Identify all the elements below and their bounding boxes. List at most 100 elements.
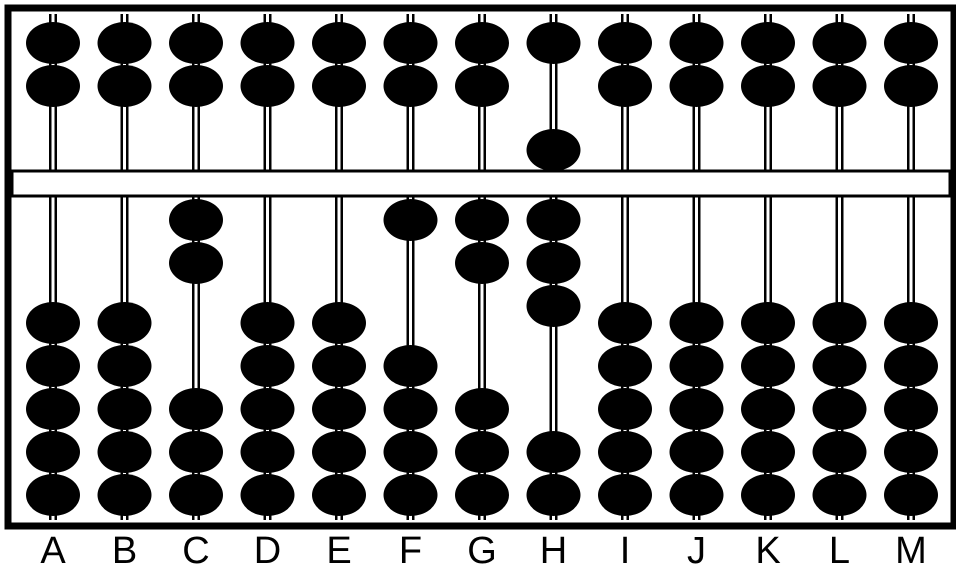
lower-bead[interactable] xyxy=(741,388,795,430)
column-label-k: K xyxy=(738,530,798,572)
lower-bead[interactable] xyxy=(527,199,581,241)
lower-bead[interactable] xyxy=(527,285,581,327)
lower-bead[interactable] xyxy=(598,345,652,387)
lower-bead[interactable] xyxy=(312,302,366,344)
lower-bead[interactable] xyxy=(527,242,581,284)
lower-bead[interactable] xyxy=(670,302,724,344)
lower-bead[interactable] xyxy=(884,302,938,344)
upper-bead[interactable] xyxy=(741,65,795,107)
upper-bead[interactable] xyxy=(98,65,152,107)
lower-bead[interactable] xyxy=(312,431,366,473)
lower-bead[interactable] xyxy=(26,431,80,473)
lower-bead[interactable] xyxy=(741,345,795,387)
column-label-a: A xyxy=(23,530,83,572)
lower-bead[interactable] xyxy=(98,302,152,344)
lower-bead[interactable] xyxy=(884,431,938,473)
lower-bead[interactable] xyxy=(169,199,223,241)
upper-bead[interactable] xyxy=(384,22,438,64)
lower-bead[interactable] xyxy=(384,388,438,430)
lower-bead[interactable] xyxy=(241,474,295,516)
lower-bead[interactable] xyxy=(670,474,724,516)
lower-bead[interactable] xyxy=(455,431,509,473)
lower-bead[interactable] xyxy=(312,474,366,516)
lower-bead[interactable] xyxy=(384,474,438,516)
column-label-g: G xyxy=(452,530,512,572)
upper-bead[interactable] xyxy=(813,22,867,64)
lower-bead[interactable] xyxy=(455,242,509,284)
lower-bead[interactable] xyxy=(384,345,438,387)
upper-bead[interactable] xyxy=(455,22,509,64)
lower-bead[interactable] xyxy=(169,474,223,516)
lower-bead[interactable] xyxy=(98,388,152,430)
lower-bead[interactable] xyxy=(169,431,223,473)
lower-bead[interactable] xyxy=(26,388,80,430)
lower-bead[interactable] xyxy=(598,388,652,430)
column-label-e: E xyxy=(309,530,369,572)
upper-bead[interactable] xyxy=(312,22,366,64)
lower-bead[interactable] xyxy=(527,431,581,473)
lower-bead[interactable] xyxy=(26,345,80,387)
lower-bead[interactable] xyxy=(741,302,795,344)
upper-bead[interactable] xyxy=(598,65,652,107)
upper-bead[interactable] xyxy=(98,22,152,64)
upper-bead[interactable] xyxy=(169,65,223,107)
lower-bead[interactable] xyxy=(527,474,581,516)
upper-bead[interactable] xyxy=(455,65,509,107)
column-label-l: L xyxy=(810,530,870,572)
upper-bead[interactable] xyxy=(741,22,795,64)
lower-bead[interactable] xyxy=(670,388,724,430)
lower-bead[interactable] xyxy=(813,345,867,387)
lower-bead[interactable] xyxy=(26,474,80,516)
upper-bead[interactable] xyxy=(813,65,867,107)
lower-bead[interactable] xyxy=(813,474,867,516)
lower-bead[interactable] xyxy=(884,345,938,387)
lower-bead[interactable] xyxy=(884,388,938,430)
lower-bead[interactable] xyxy=(169,242,223,284)
lower-bead[interactable] xyxy=(813,302,867,344)
lower-bead[interactable] xyxy=(98,345,152,387)
lower-bead[interactable] xyxy=(455,474,509,516)
upper-bead[interactable] xyxy=(527,22,581,64)
upper-bead[interactable] xyxy=(241,22,295,64)
lower-bead[interactable] xyxy=(241,431,295,473)
lower-bead[interactable] xyxy=(241,388,295,430)
upper-bead[interactable] xyxy=(384,65,438,107)
upper-bead[interactable] xyxy=(312,65,366,107)
lower-bead[interactable] xyxy=(384,431,438,473)
upper-bead[interactable] xyxy=(670,65,724,107)
upper-bead[interactable] xyxy=(241,65,295,107)
upper-bead[interactable] xyxy=(670,22,724,64)
upper-bead[interactable] xyxy=(884,22,938,64)
lower-bead[interactable] xyxy=(98,474,152,516)
lower-bead[interactable] xyxy=(884,474,938,516)
lower-bead[interactable] xyxy=(455,388,509,430)
column-label-i: I xyxy=(595,530,655,572)
lower-bead[interactable] xyxy=(26,302,80,344)
column-label-f: F xyxy=(381,530,441,572)
column-label-d: D xyxy=(238,530,298,572)
lower-bead[interactable] xyxy=(813,431,867,473)
upper-bead[interactable] xyxy=(527,129,581,171)
lower-bead[interactable] xyxy=(241,345,295,387)
lower-bead[interactable] xyxy=(384,199,438,241)
upper-bead[interactable] xyxy=(884,65,938,107)
column-label-b: B xyxy=(95,530,155,572)
lower-bead[interactable] xyxy=(741,431,795,473)
lower-bead[interactable] xyxy=(98,431,152,473)
lower-bead[interactable] xyxy=(241,302,295,344)
lower-bead[interactable] xyxy=(670,431,724,473)
lower-bead[interactable] xyxy=(455,199,509,241)
upper-bead[interactable] xyxy=(598,22,652,64)
upper-bead[interactable] xyxy=(26,22,80,64)
upper-bead[interactable] xyxy=(169,22,223,64)
lower-bead[interactable] xyxy=(312,345,366,387)
lower-bead[interactable] xyxy=(813,388,867,430)
lower-bead[interactable] xyxy=(169,388,223,430)
lower-bead[interactable] xyxy=(670,345,724,387)
lower-bead[interactable] xyxy=(598,474,652,516)
lower-bead[interactable] xyxy=(598,302,652,344)
lower-bead[interactable] xyxy=(312,388,366,430)
lower-bead[interactable] xyxy=(741,474,795,516)
upper-bead[interactable] xyxy=(26,65,80,107)
lower-bead[interactable] xyxy=(598,431,652,473)
